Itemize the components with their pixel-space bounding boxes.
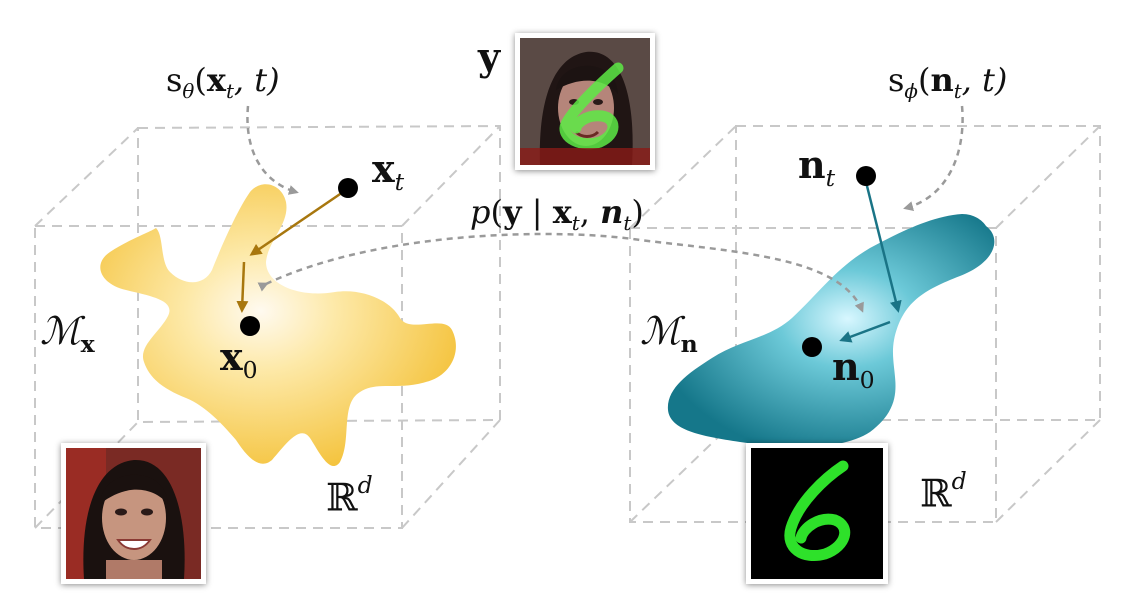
score-n-label: sϕ(nt, t) xyxy=(888,61,1008,103)
manifold-x-label: ℳx xyxy=(40,309,95,359)
n-path-arrow-1 xyxy=(864,181,902,313)
n-t-label: nt xyxy=(798,142,836,193)
x-0-label: x0 xyxy=(220,334,258,385)
manifold-n-label: ℳn xyxy=(640,309,698,359)
noise-digit-picture xyxy=(751,448,883,579)
manifold-x-shape xyxy=(100,184,456,467)
score-x-arrow xyxy=(246,105,299,195)
x-path-arrow-2 xyxy=(236,261,249,313)
point-x-t xyxy=(338,178,358,198)
space-left-label: ℝd xyxy=(326,471,373,520)
clean-face-picture xyxy=(66,448,201,579)
n-0-label: n0 xyxy=(832,344,875,395)
score-x-label: sθ(xt, t) xyxy=(166,61,280,103)
x-t-label: xt xyxy=(372,146,405,197)
space-right-label: ℝd xyxy=(920,467,967,516)
observation-image xyxy=(515,33,655,170)
noise-digit-image xyxy=(746,443,888,584)
point-n-t xyxy=(856,166,876,186)
score-n-arrow xyxy=(903,105,964,211)
n-path-arrow-2 xyxy=(839,320,891,343)
point-n-0 xyxy=(802,337,822,357)
clean-face-image xyxy=(61,443,206,584)
observation-picture xyxy=(520,38,650,165)
likelihood-label: p(y | xt, nt) xyxy=(470,193,644,235)
manifold-n-shape xyxy=(667,214,995,447)
point-x-0 xyxy=(240,316,260,336)
x-path-arrow-1 xyxy=(249,188,347,256)
observation-label: y xyxy=(478,34,501,79)
